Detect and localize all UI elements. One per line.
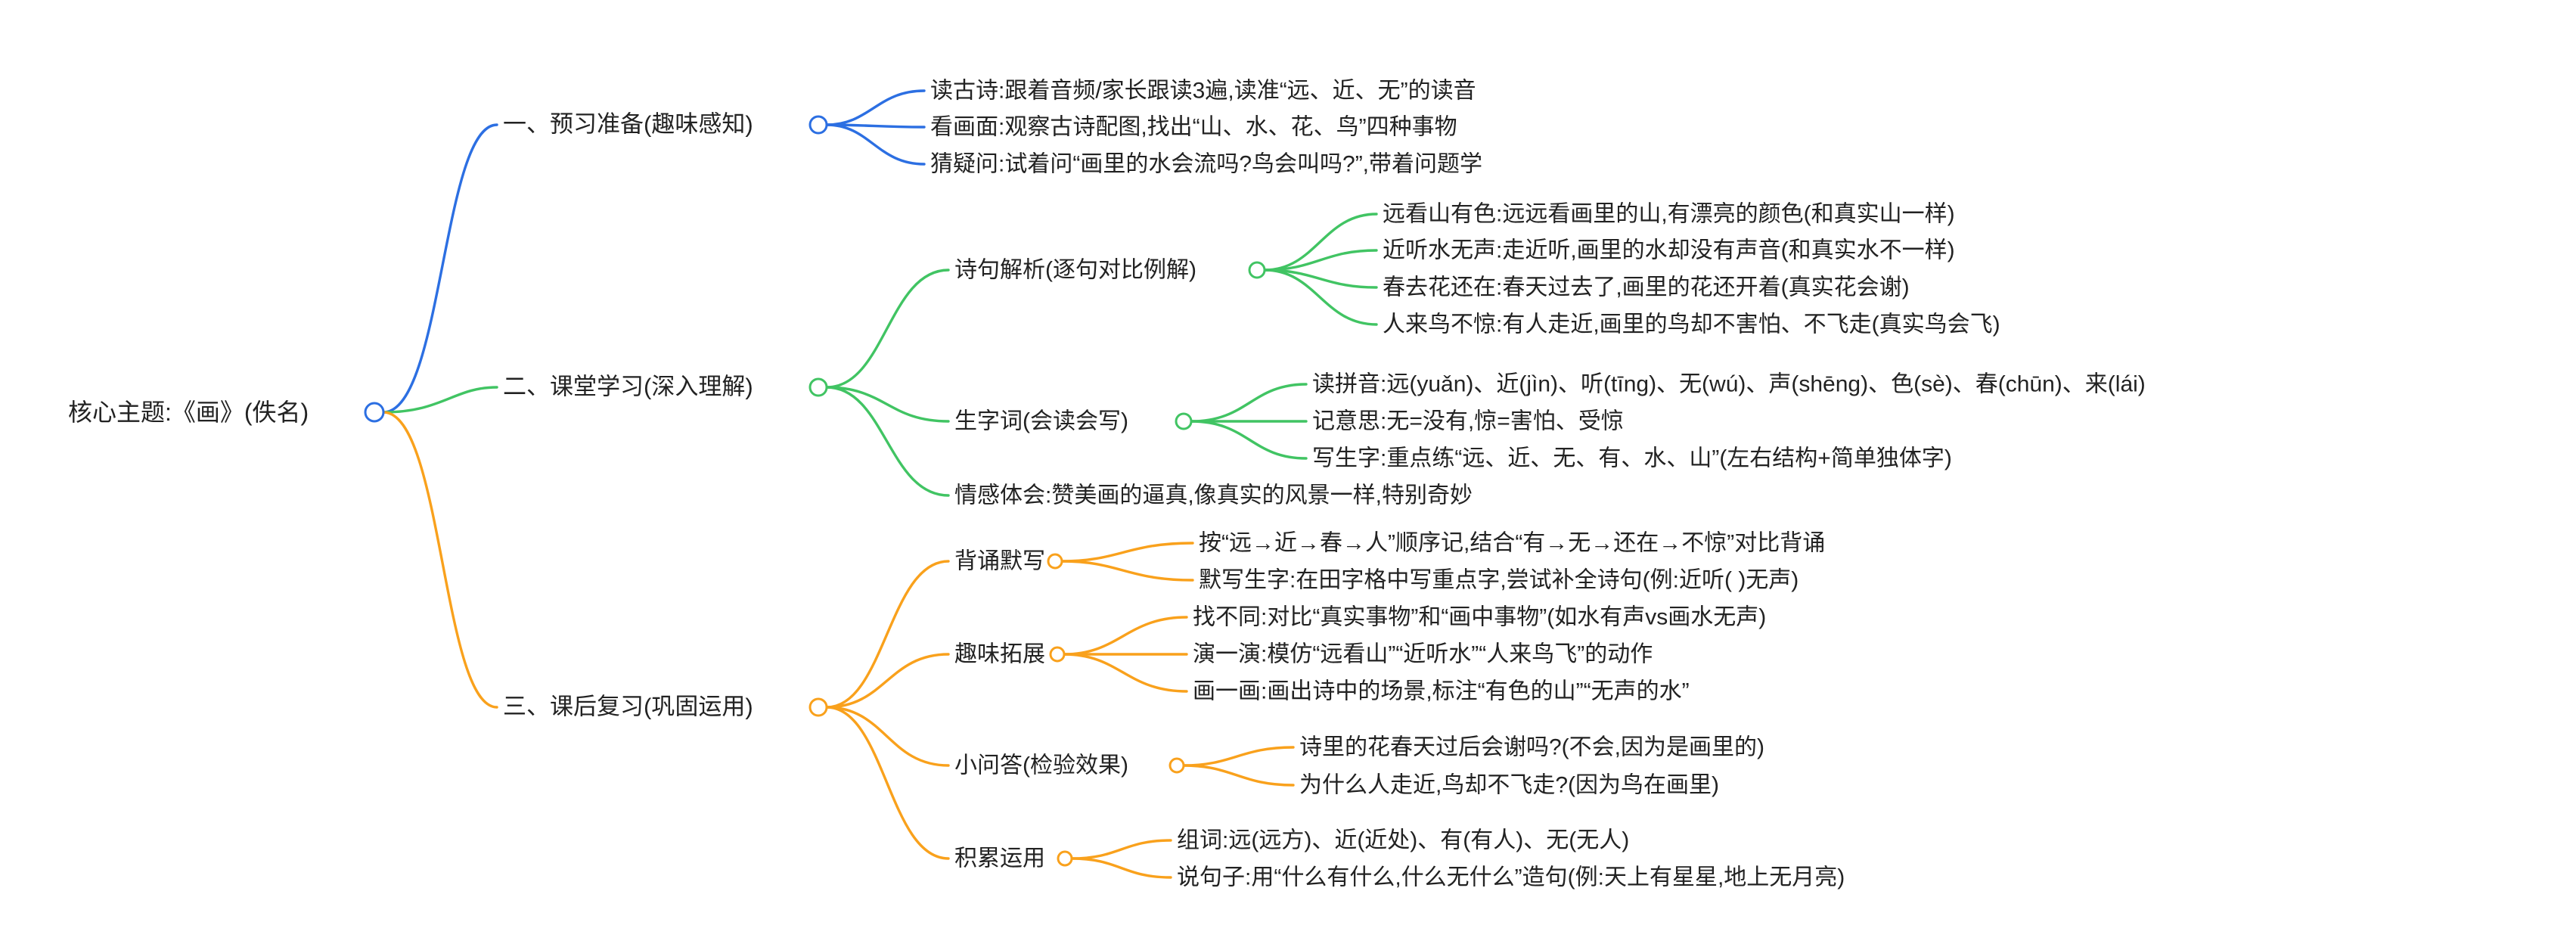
connector [1182,746,1295,767]
root-topic[interactable]: 核心主题:《画》(佚名) [68,399,309,426]
node-handle-recite[interactable] [1047,553,1063,570]
leaf-topic[interactable]: 画一画:画出诗中的场景,标注“有色的山”“无声的水” [1193,678,1690,704]
leaf-topic[interactable]: 近听水无声:走近听,画里的水却没有声音(和真实水不一样) [1383,238,1955,263]
connector [825,386,950,497]
connector [1060,560,1194,582]
leaf-topic[interactable]: 人来鸟不惊:有人走近,画里的鸟却不害怕、不飞走(真实鸟会飞) [1383,312,2000,337]
connector [1070,857,1172,879]
branch3-topic[interactable]: 三、课后复习(巩固运用) [503,693,753,720]
subtopic-recite[interactable]: 背诵默写 [954,548,1045,574]
leaf-topic[interactable]: 春去花还在:春天过去了,画里的花还开着(真实花会谢) [1383,275,1910,300]
subtopic-fun-extension[interactable]: 趣味拓展 [954,641,1045,667]
leaf-topic[interactable]: 诗里的花春天过后会谢吗?(不会,因为是画里的) [1299,734,1764,760]
connector [825,706,950,767]
leaf-topic[interactable]: 默写生字:在田字格中写重点字,尝试补全诗句(例:近听( )无声) [1199,567,1799,593]
connector [1070,839,1172,860]
leaf-topic[interactable]: 说句子:用“什么有什么,什么无什么”造句(例:天上有星星,地上无月亮) [1177,865,1845,890]
connector [825,123,926,166]
branch1-topic[interactable]: 一、预习准备(趣味感知) [503,110,753,138]
node-handle-branch1[interactable] [808,115,828,135]
connector [1063,616,1188,656]
connector [825,560,950,709]
subtopic-poem-analysis[interactable]: 诗句解析(逐句对比例解) [954,257,1196,283]
branch2-topic[interactable]: 二、课堂学习(深入理解) [503,373,753,400]
node-handle-vocabulary[interactable] [1175,412,1193,430]
connector [382,386,498,414]
connector [825,706,950,860]
connector [1263,249,1378,272]
leaf-topic[interactable]: 找不同:对比“真实事物”和“画中事物”(如水有声vs画水无声) [1193,604,1767,630]
connector [825,89,926,126]
subtopic-quiz[interactable]: 小问答(检验效果) [954,753,1128,778]
node-handle-accumulation[interactable] [1057,850,1073,867]
node-handle-root[interactable] [364,402,385,423]
connector [382,411,498,709]
leaf-topic[interactable]: 记意思:无=没有,惊=害怕、受惊 [1312,408,1624,434]
connector [1263,269,1378,326]
leaf-topic[interactable]: 组词:远(远方)、近(近处)、有(有人)、无(无人) [1177,827,1630,853]
leaf-topic[interactable]: 读古诗:跟着音频/家长跟读3遍,读准“远、近、无”的读音 [930,78,1476,104]
subtopic-accumulation[interactable]: 积累运用 [954,846,1045,871]
leaf-topic[interactable]: 猜疑问:试着问“画里的水会流吗?鸟会叫吗?”,带着问题学 [930,151,1483,177]
subtopic-vocabulary[interactable]: 生字词(会读会写) [954,408,1128,434]
connector [825,653,950,709]
node-handle-poem-analysis[interactable] [1248,261,1266,279]
node-handle-branch3[interactable] [808,697,828,717]
leaf-topic[interactable]: 为什么人走近,鸟却不飞走?(因为鸟在画里) [1299,772,1719,798]
connector [1263,213,1378,272]
connector [1190,420,1308,460]
leaf-topic[interactable]: 写生字:重点练“远、近、无、有、水、山”(左右结构+简单独体字) [1312,446,1952,471]
connector [1182,764,1295,787]
node-handle-branch2[interactable] [808,377,828,397]
leaf-topic[interactable]: 远看山有色:远远看画里的山,有漂亮的颜色(和真实山一样) [1383,201,1955,227]
connector [1060,542,1194,563]
node-handle-fun-extension[interactable] [1049,646,1066,663]
connector [1190,383,1308,423]
connector [825,386,950,423]
leaf-emotion[interactable]: 情感体会:赞美画的逼真,像真实的风景一样,特别奇妙 [954,483,1473,508]
node-handle-quiz[interactable] [1169,757,1185,774]
connector [825,269,950,389]
leaf-topic[interactable]: 读拼音:远(yuǎn)、近(jìn)、听(tīng)、无(wú)、声(shēng… [1312,371,2146,397]
connector [1063,653,1188,693]
leaf-topic[interactable]: 看画面:观察古诗配图,找出“山、水、花、鸟”四种事物 [930,114,1457,140]
leaf-topic[interactable]: 演一演:模仿“远看山”“近听水”“人来鸟飞”的动作 [1193,641,1653,667]
connector [382,123,498,414]
leaf-topic[interactable]: 按“远→近→春→人”顺序记,结合“有→无→还在→不惊”对比背诵 [1199,530,1826,556]
